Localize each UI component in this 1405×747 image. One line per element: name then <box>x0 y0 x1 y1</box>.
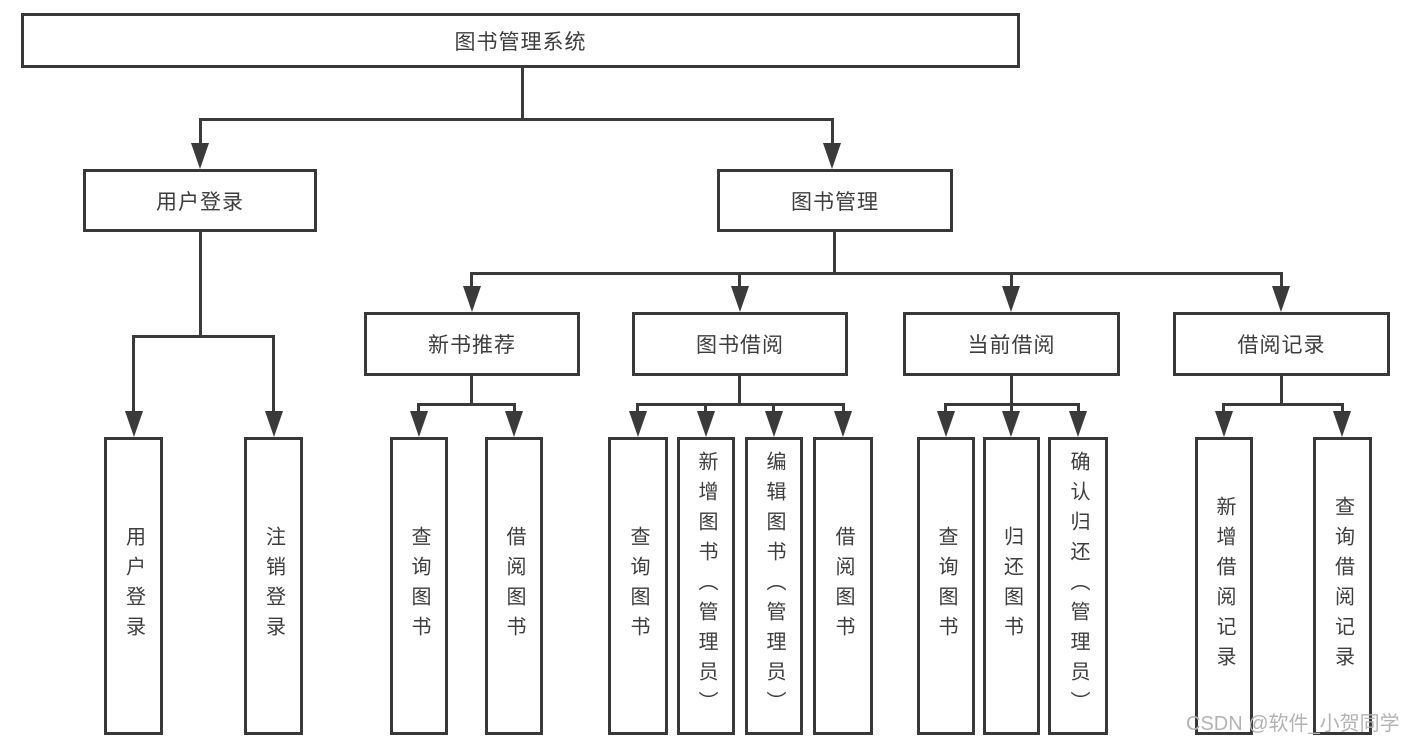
leaf-borrow-borrow-books-label: 借阅图书 <box>832 526 854 646</box>
node-root-label: 图书管理系统 <box>454 30 587 54</box>
user-login-connector-stem-left <box>132 335 135 413</box>
borrow-records-connector-stem-2 <box>1341 403 1344 413</box>
leaf-newbook-borrow-books: 借阅图书 <box>485 437 543 735</box>
leaf-records-query-record-label: 查询借阅记录 <box>1331 496 1354 676</box>
arrow-down-icon <box>765 411 783 437</box>
arrow-down-icon <box>1002 286 1020 312</box>
leaf-current-confirm-return: 确认归还（管理员） <box>1048 437 1108 735</box>
leaf-newbook-query-books: 查询图书 <box>390 437 448 735</box>
node-borrow-records-label: 借阅记录 <box>1237 334 1326 357</box>
node-book-management-label: 图书管理 <box>791 190 879 214</box>
node-user-login-label: 用户登录 <box>156 190 244 214</box>
leaf-user-login-label: 用户登录 <box>122 526 145 646</box>
arrow-down-icon <box>191 143 209 169</box>
current-borrow-connector-stem-1 <box>944 403 947 413</box>
arrow-down-icon <box>265 411 283 437</box>
node-root: 图书管理系统 <box>21 13 1020 68</box>
node-book-borrow-label: 图书借阅 <box>696 334 784 357</box>
arrow-down-icon <box>629 411 647 437</box>
arrow-down-icon <box>823 143 841 169</box>
book-mgmt-connector-bar <box>470 272 1283 275</box>
arrow-down-icon <box>937 411 955 437</box>
root-connector-bar <box>199 118 834 121</box>
new-book-connector-bar <box>417 403 516 406</box>
current-borrow-connector-stem-2 <box>1010 403 1013 413</box>
borrow-records-connector-drop <box>1280 376 1283 403</box>
arrow-down-icon <box>1333 411 1351 437</box>
arrow-down-icon <box>463 286 481 312</box>
leaf-newbook-borrow-books-label: 借阅图书 <box>503 526 525 646</box>
leaf-borrow-query-books-label: 查询图书 <box>627 526 649 646</box>
root-connector-stem-left <box>199 118 202 148</box>
node-new-book-recommend: 新书推荐 <box>364 312 580 376</box>
arrow-down-icon <box>1069 411 1087 437</box>
borrow-records-connector-stem-1 <box>1222 403 1225 413</box>
leaf-current-confirm-return-label: 确认归还（管理员） <box>1067 451 1089 721</box>
leaf-logout: 注销登录 <box>244 437 303 735</box>
csdn-watermark: CSDN @软件_小贺同学 <box>1186 713 1400 735</box>
book-borrow-connector-stem-4 <box>842 403 845 413</box>
leaf-borrow-edit-books-label: 编辑图书（管理员） <box>763 451 785 721</box>
root-connector-drop <box>521 68 524 118</box>
book-mgmt-connector-stem-1 <box>470 272 473 288</box>
node-book-borrow: 图书借阅 <box>632 312 848 376</box>
book-borrow-connector-stem-2 <box>704 403 707 413</box>
arrow-down-icon <box>1002 411 1020 437</box>
arrow-down-icon <box>410 411 428 437</box>
arrow-down-icon <box>1215 411 1233 437</box>
leaf-logout-label: 注销登录 <box>262 526 285 646</box>
current-borrow-connector-drop <box>1010 376 1013 403</box>
user-login-connector-drop <box>199 232 202 335</box>
leaf-current-query-books: 查询图书 <box>917 437 975 735</box>
arrow-down-icon <box>697 411 715 437</box>
book-mgmt-connector-stem-3 <box>1010 272 1013 288</box>
leaf-borrow-add-books-label: 新增图书（管理员） <box>695 451 717 721</box>
new-book-connector-stem-2 <box>513 403 516 413</box>
leaf-current-return-books-label: 归还图书 <box>1000 526 1023 646</box>
root-connector-stem-right <box>831 118 834 148</box>
leaf-records-add-record: 新增借阅记录 <box>1195 437 1253 735</box>
leaf-user-login: 用户登录 <box>104 437 163 735</box>
borrow-records-connector-bar <box>1222 403 1344 406</box>
leaf-borrow-add-books: 新增图书（管理员） <box>677 437 735 735</box>
arrow-down-icon <box>505 411 523 437</box>
leaf-current-return-books: 归还图书 <box>983 437 1040 735</box>
new-book-connector-drop <box>470 376 473 403</box>
leaf-records-add-record-label: 新增借阅记录 <box>1213 496 1235 676</box>
book-borrow-connector-stem-1 <box>636 403 639 413</box>
node-current-borrow-label: 当前借阅 <box>967 334 1056 357</box>
leaf-records-query-record: 查询借阅记录 <box>1313 437 1372 735</box>
new-book-connector-stem-1 <box>417 403 420 413</box>
arrow-down-icon <box>731 286 749 312</box>
current-borrow-connector-stem-3 <box>1077 403 1080 413</box>
book-mgmt-connector-stem-2 <box>738 272 741 288</box>
arrow-down-icon <box>125 411 143 437</box>
leaf-borrow-query-books: 查询图书 <box>608 437 668 735</box>
book-borrow-connector-stem-3 <box>772 403 775 413</box>
book-borrow-connector-bar <box>636 403 845 406</box>
book-mgmt-connector-stem-4 <box>1280 272 1283 288</box>
leaf-borrow-edit-books: 编辑图书（管理员） <box>745 437 803 735</box>
book-mgmt-connector-drop <box>833 232 836 272</box>
arrow-down-icon <box>834 411 852 437</box>
leaf-borrow-borrow-books: 借阅图书 <box>813 437 873 735</box>
arrow-down-icon <box>1272 286 1290 312</box>
node-user-login: 用户登录 <box>83 169 317 232</box>
user-login-connector-bar <box>132 335 275 338</box>
leaf-current-query-books-label: 查询图书 <box>935 526 957 646</box>
node-borrow-records: 借阅记录 <box>1173 312 1390 376</box>
node-new-book-recommend-label: 新书推荐 <box>428 334 516 357</box>
book-borrow-connector-drop <box>738 376 741 403</box>
leaf-newbook-query-books-label: 查询图书 <box>408 526 430 646</box>
node-book-management: 图书管理 <box>717 169 953 232</box>
node-current-borrow: 当前借阅 <box>903 312 1120 376</box>
user-login-connector-stem-right <box>272 335 275 413</box>
